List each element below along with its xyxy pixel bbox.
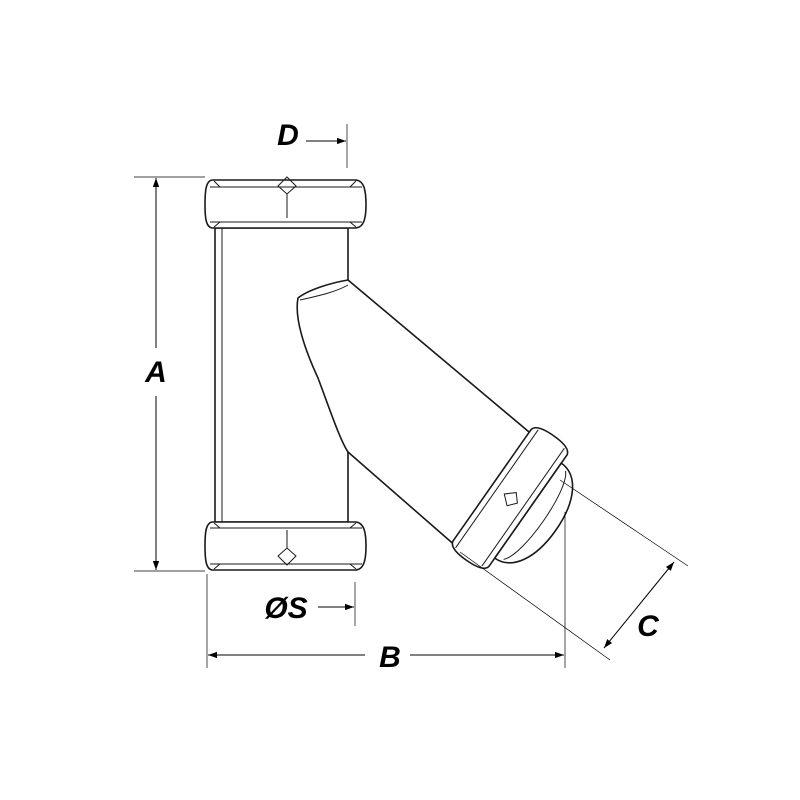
dimension-a: A <box>134 176 205 572</box>
dimension-b-label: B <box>379 641 401 674</box>
dimension-c-label: C <box>637 610 660 643</box>
bottom-union-nut <box>204 521 367 571</box>
dimension-b: B <box>206 512 566 674</box>
top-union-nut <box>204 176 367 229</box>
dimension-a-label: A <box>144 356 167 389</box>
dimension-s: ØS <box>264 582 356 626</box>
dimension-d-label: D <box>277 119 299 152</box>
branch-pipe <box>296 279 536 549</box>
dimension-d: D <box>277 119 348 168</box>
dimension-c: C <box>459 479 689 661</box>
dimension-s-label: ØS <box>264 592 307 625</box>
branch-union-nut <box>451 427 574 569</box>
